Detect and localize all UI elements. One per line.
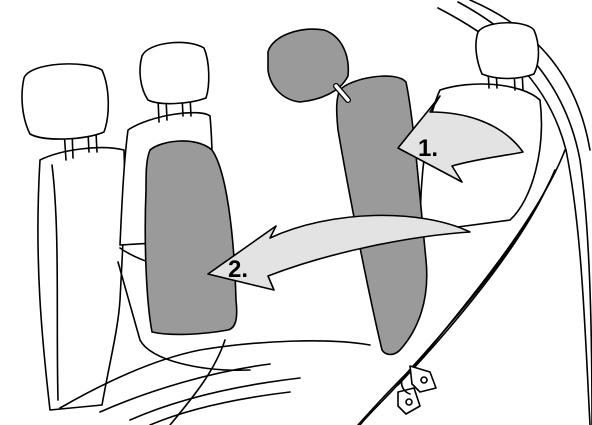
left-headrest xyxy=(22,64,108,139)
left-seat xyxy=(22,64,125,410)
rear-headrest xyxy=(140,42,209,103)
left-seat-backrest xyxy=(38,148,125,410)
step-1-label: 1. xyxy=(418,135,438,162)
folded-seat-cushion xyxy=(145,141,236,335)
headrest-icon xyxy=(268,29,348,102)
step-2-label: 2. xyxy=(228,256,248,283)
removed-headrest xyxy=(268,29,348,102)
seat-latch-icon xyxy=(398,366,436,414)
